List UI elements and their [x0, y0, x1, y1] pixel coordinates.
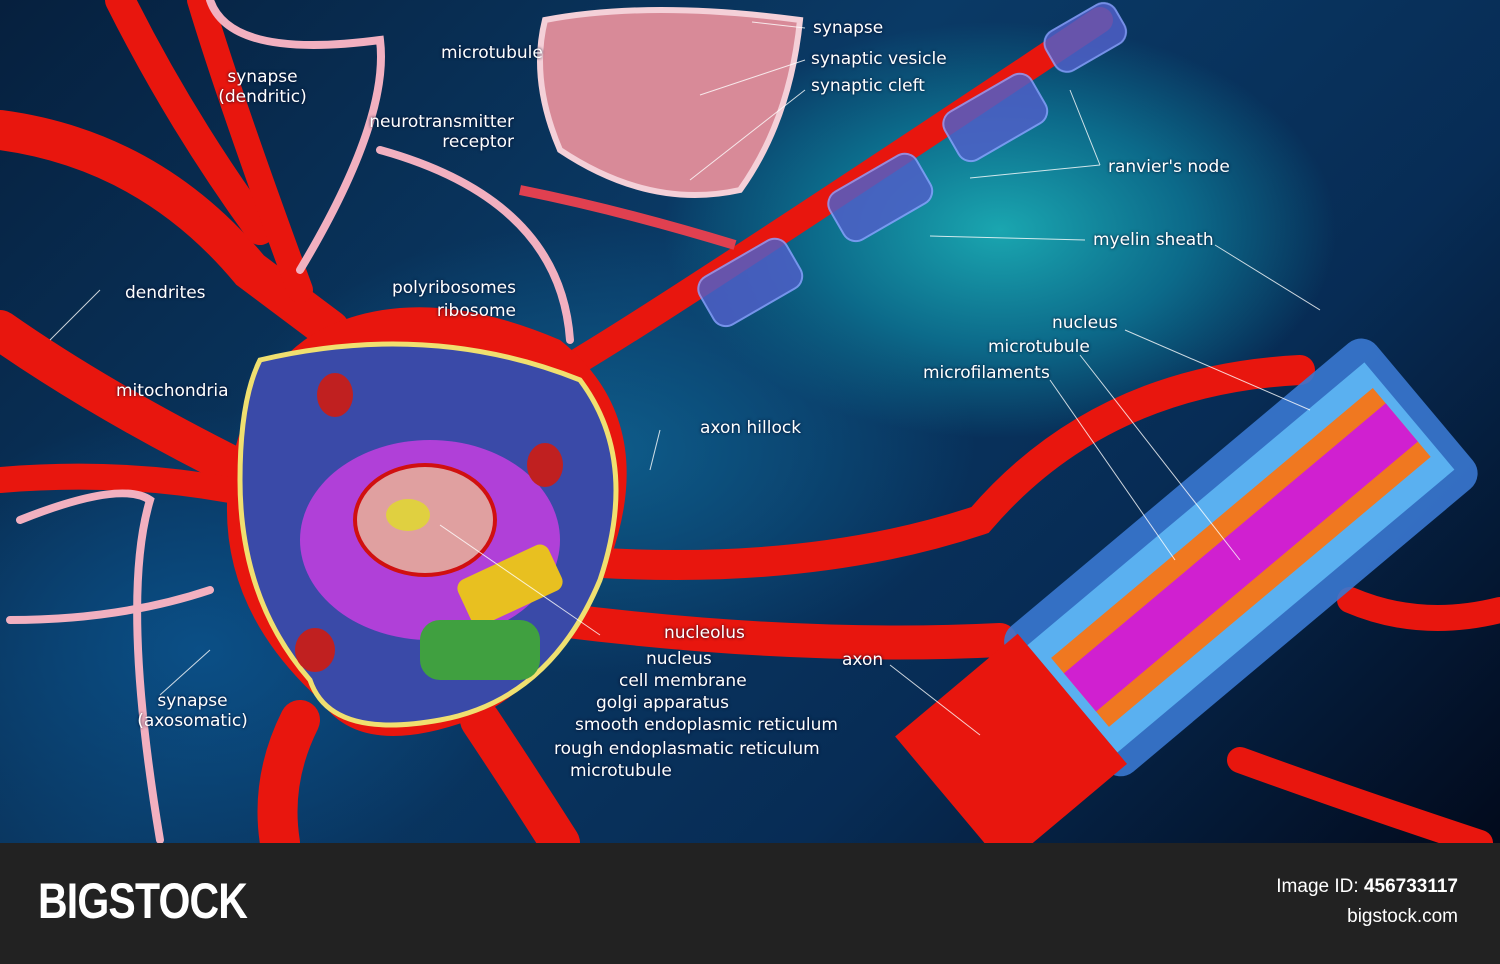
dendrite [543, 603, 1017, 660]
label-ranviers-node: ranvier's node [1108, 157, 1230, 177]
golgi [457, 544, 563, 626]
label-dendrites: dendrites [125, 283, 206, 303]
myelin-segment [827, 152, 934, 243]
label-synapse-axosomatic: synapse(axosomatic) [130, 691, 255, 731]
image-id-value: 456733117 [1363, 876, 1458, 897]
label-axon: axon [842, 650, 884, 670]
postsynaptic-membrane [519, 185, 737, 250]
dendrite [105, 0, 275, 245]
dendrite [0, 463, 243, 503]
label-synaptic-vesicle: synaptic vesicle [811, 49, 947, 69]
label-line: receptor [442, 132, 514, 152]
label-nucleolus: nucleolus [664, 623, 745, 643]
label-synaptic-cleft: synaptic cleft [811, 76, 925, 96]
myelin-segment [697, 237, 804, 328]
axosomatic-synapse-branch [6, 586, 214, 624]
label-synapse-dendritic: synapse(dendritic) [215, 67, 310, 107]
label-line: synapse [227, 67, 298, 87]
myelin-segment [1043, 2, 1128, 73]
label-smooth-er: smooth endoplasmic reticulum [575, 715, 838, 735]
label-microfilaments: microfilaments [923, 363, 1050, 383]
brand-logo: BIGSTOCK [38, 873, 248, 929]
label-polyribosomes: polyribosomes [391, 278, 516, 298]
axosomatic-synapse-branch [16, 489, 164, 843]
label-microtubule-cell: microtubule [570, 761, 672, 781]
label-nucleus-axon: nucleus [1052, 313, 1118, 333]
mitochondrion [527, 443, 563, 487]
mitochondrion [317, 373, 353, 417]
label-line: (axosomatic) [137, 711, 248, 731]
dendrite [1337, 587, 1500, 631]
neuron-illustration: synapse synaptic vesicle synaptic cleft … [0, 0, 1500, 843]
mitochondrion [295, 628, 335, 672]
footer [0, 843, 1500, 964]
label-synapse: synapse [813, 18, 884, 38]
label-microtubule-axon: microtubule [988, 337, 1090, 357]
label-rough-er: rough endoplasmatic reticulum [554, 739, 820, 759]
label-mitochondria: mitochondria [116, 381, 229, 401]
dendrite [187, 0, 313, 303]
label-myelin-sheath: myelin sheath [1093, 230, 1214, 250]
image-id: Image ID: 456733117 [1276, 876, 1458, 898]
synapse-terminal [537, 7, 804, 198]
neuron-artwork [0, 0, 1500, 843]
label-nucleus-cell: nucleus [646, 649, 712, 669]
dendrite [0, 310, 260, 490]
image-id-label: Image ID: [1276, 876, 1359, 897]
label-line: neurotransmitter [369, 112, 514, 132]
nucleolus [386, 499, 430, 531]
dendritic-synapse-branch [376, 146, 574, 344]
label-line: (dendritic) [218, 87, 307, 107]
site-link[interactable]: bigstock.com [1347, 906, 1458, 927]
label-golgi-apparatus: golgi apparatus [596, 693, 729, 713]
dendritic-synapse-branch [206, 0, 385, 274]
myelin-segment [942, 72, 1049, 163]
label-cell-membrane: cell membrane [619, 671, 747, 691]
dendrite [0, 110, 350, 350]
dendrite [257, 700, 320, 843]
dendrite [1227, 747, 1493, 843]
axon-cross-section [895, 338, 1478, 843]
dendrite [460, 700, 580, 843]
smooth-er [420, 620, 540, 680]
dendrite [545, 355, 1315, 580]
label-line: synapse [157, 691, 228, 711]
label-ribosome: ribosome [436, 301, 516, 321]
label-microtubule-synapse: microtubule [441, 43, 543, 63]
label-axon-hillock: axon hillock [700, 418, 802, 438]
